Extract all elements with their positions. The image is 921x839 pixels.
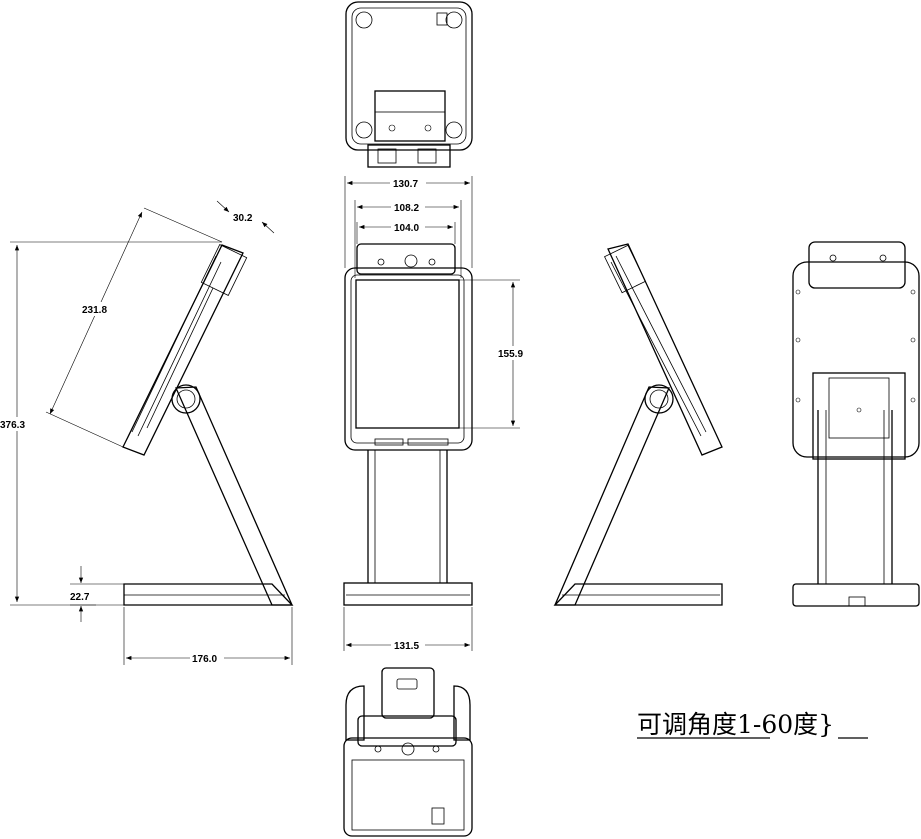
dim-base-height: 22.7 — [70, 592, 90, 603]
dim-width-outer: 130.7 — [393, 179, 418, 190]
dim-head-depth: 30.2 — [233, 213, 253, 224]
right-side-view — [553, 243, 723, 606]
front-view — [343, 243, 473, 606]
dim-width-mid: 108.2 — [394, 203, 419, 214]
dim-screen-diagonal: 231.8 — [82, 305, 107, 316]
dimension-labels: 376.3 231.8 30.2 22.7 176.0 130.7 108.2 … — [0, 177, 531, 665]
top-view — [345, 1, 473, 168]
angle-caption: 可调角度1-60度} — [637, 710, 868, 739]
bottom-view — [343, 667, 473, 837]
dim-base-depth: 176.0 — [192, 654, 217, 665]
left-side-view — [122, 244, 294, 606]
dim-screen-height: 155.9 — [498, 349, 523, 360]
dim-width-inner: 104.0 — [394, 223, 419, 234]
dim-base-width: 131.5 — [394, 641, 419, 652]
angle-caption-text: 可调角度1-60度} — [637, 710, 834, 739]
dim-height-total: 376.3 — [0, 420, 25, 431]
dimension-lines — [10, 176, 520, 665]
rear-view — [792, 241, 920, 607]
